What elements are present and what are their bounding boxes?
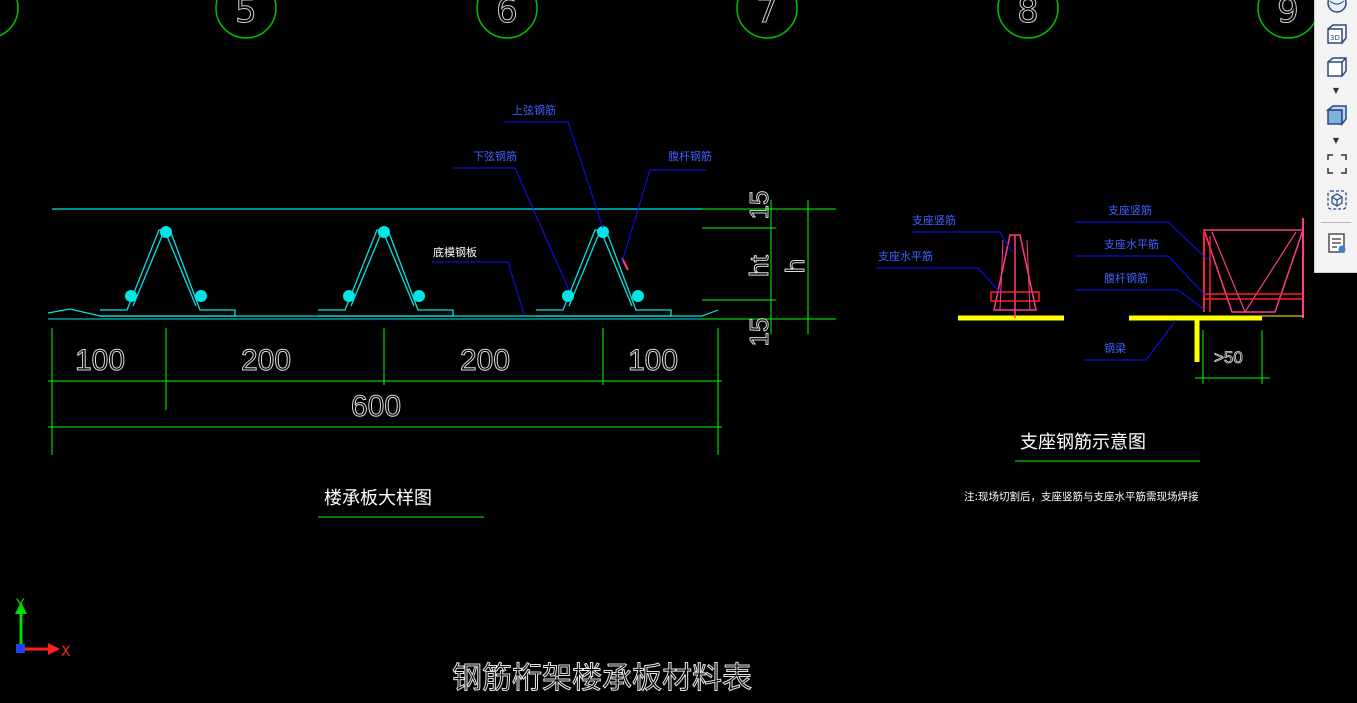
ucs-y-label: Y [15, 597, 25, 613]
truss-2[interactable] [318, 229, 454, 317]
shaded-dropdown-icon[interactable]: ▼ [1332, 136, 1340, 145]
truss-1[interactable] [100, 229, 236, 317]
grid-label-7: 7 [756, 0, 778, 31]
dim-v-h: h [780, 259, 810, 273]
dim-v-ht: ht [744, 254, 774, 276]
cube-dropdown-icon[interactable]: ▼ [1332, 86, 1340, 95]
dim-span-1: 100 [75, 344, 125, 377]
truss-3[interactable] [536, 229, 672, 317]
grid-bubble-7[interactable] [736, 0, 798, 39]
3d-view-icon[interactable]: 3D [1324, 21, 1350, 47]
ucs-icon [15, 602, 60, 655]
material-table-title: 钢筋桁架楼承板材料表 [452, 661, 752, 696]
label-steel-beam: 钢梁 [1104, 341, 1126, 355]
grid-label-5: 5 [235, 0, 257, 31]
label-left-upright: 支座竖筋 [912, 213, 956, 227]
horizontal-dimensions [48, 328, 722, 455]
grid-bubble-5[interactable] [215, 0, 277, 39]
bearing-dimension [1195, 330, 1270, 384]
ucs-x-label: X [61, 644, 71, 660]
label-right-horizontal: 支座水平筋 [1104, 237, 1159, 251]
label-left-horizontal: 支座水平筋 [878, 249, 933, 263]
grid-bubble-6[interactable] [476, 0, 538, 39]
view-cube-icon[interactable] [1324, 0, 1350, 16]
shaded-cube-icon[interactable] [1324, 102, 1350, 128]
zoom-extents-icon[interactable] [1324, 151, 1350, 177]
truss-group[interactable] [100, 229, 672, 317]
dim-span-4: 100 [628, 344, 678, 377]
dim-span-2: 200 [241, 344, 291, 377]
grid-label-9: 9 [1277, 0, 1299, 31]
label-bottom-bar: 下弦钢筋 [473, 149, 517, 163]
orbit-icon[interactable] [1324, 187, 1350, 213]
deck-plate[interactable] [47, 308, 719, 317]
deck-leaders [432, 121, 706, 315]
toolbar-separator [1321, 222, 1351, 223]
dim-bearing: >50 [1214, 348, 1243, 367]
view-toolbar: 3D ▼ ▼ [1314, 0, 1357, 273]
support-left-detail[interactable] [958, 234, 1064, 321]
support-detail-title: 支座钢筋示意图 [1020, 432, 1146, 453]
support-right-leaders [1075, 221, 1209, 361]
label-top-bar: 上弦钢筋 [512, 103, 556, 117]
support-right-detail[interactable] [1129, 218, 1305, 362]
label-right-upright: 支座竖筋 [1108, 203, 1152, 217]
vertical-dimensions [702, 200, 836, 334]
layer-icon[interactable] [1324, 230, 1350, 256]
label-right-rebar: 腹杆钢筋 [1104, 271, 1148, 285]
support-left-leaders [876, 231, 1013, 293]
svg-text:3D: 3D [1330, 34, 1340, 42]
label-base-plate: 底模钢板 [433, 245, 477, 259]
grid-bubbles [0, 0, 1319, 39]
dim-span-3: 200 [460, 344, 510, 377]
grid-label-6: 6 [496, 0, 518, 31]
grid-bubble-8[interactable] [997, 0, 1059, 39]
grid-label-8: 8 [1017, 0, 1039, 31]
rebar-dots [125, 226, 644, 302]
support-note: 注:现场切割后，支座竖筋与支座水平筋需现场焊接 [964, 490, 1199, 503]
cube-icon[interactable] [1324, 54, 1350, 80]
label-web-bar: 腹杆钢筋 [668, 149, 712, 163]
dim-v-15-top: 15 [744, 191, 774, 220]
dim-v-15-bottom: 15 [744, 318, 774, 347]
dim-total: 600 [351, 390, 401, 423]
deck-detail-title: 楼承板大样图 [324, 488, 432, 509]
